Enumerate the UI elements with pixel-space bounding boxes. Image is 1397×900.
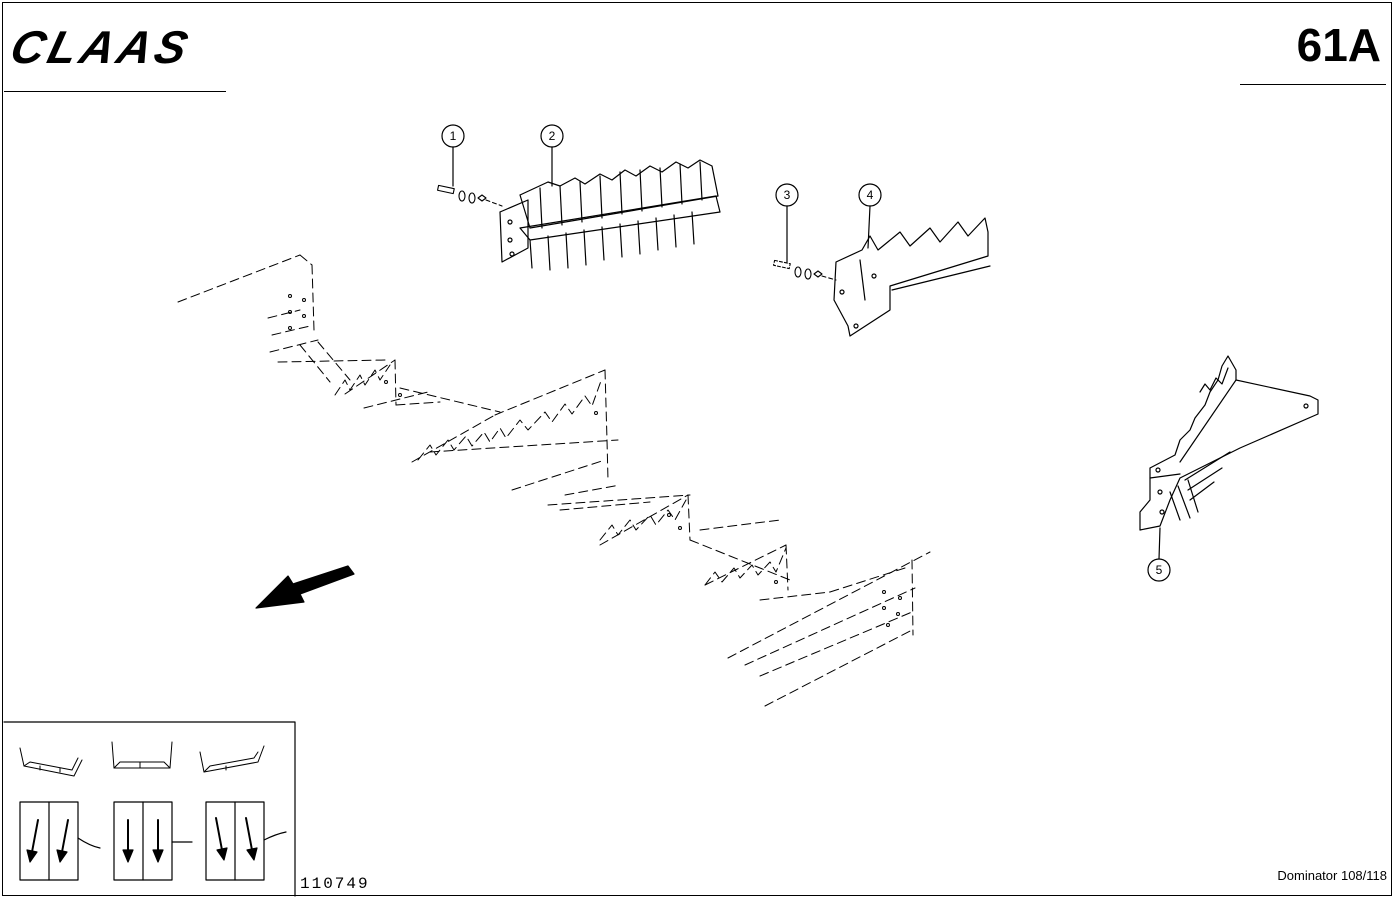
part-3-bolt <box>773 259 837 281</box>
ghost-holes <box>288 294 902 627</box>
callout-4-label: 4 <box>867 188 874 202</box>
brand-underline <box>4 91 226 92</box>
key-box-center <box>113 801 193 881</box>
callout-5-label: 5 <box>1156 563 1163 577</box>
key-box-left <box>19 801 101 881</box>
key-section-right <box>199 745 265 773</box>
ghost-assembly <box>177 254 931 707</box>
page-number-underline <box>1240 84 1386 85</box>
callout-3: 3 <box>775 183 799 263</box>
page-number: 61A <box>1296 19 1381 71</box>
callout-5: 5 <box>1147 527 1171 582</box>
callout-4: 4 <box>858 183 882 249</box>
callout-1-label: 1 <box>450 129 457 143</box>
part-4-serrated-knife <box>833 217 991 337</box>
direction-arrow-icon <box>255 565 355 609</box>
callout-3-label: 3 <box>784 188 791 202</box>
callout-2: 2 <box>540 124 564 187</box>
callout-1: 1 <box>441 124 465 187</box>
key-box-right <box>205 801 287 881</box>
callout-2-label: 2 <box>549 129 556 143</box>
model-designation: Dominator 108/118 <box>1277 868 1387 883</box>
drawing-number: 110749 <box>300 875 370 893</box>
key-section-left <box>19 747 83 777</box>
position-key-inset <box>3 721 296 897</box>
part-5-side-knife-bracket <box>1139 355 1319 531</box>
key-section-center <box>111 741 173 769</box>
part-2-serrated-plate <box>499 159 721 271</box>
part-1-bolt <box>437 184 503 207</box>
